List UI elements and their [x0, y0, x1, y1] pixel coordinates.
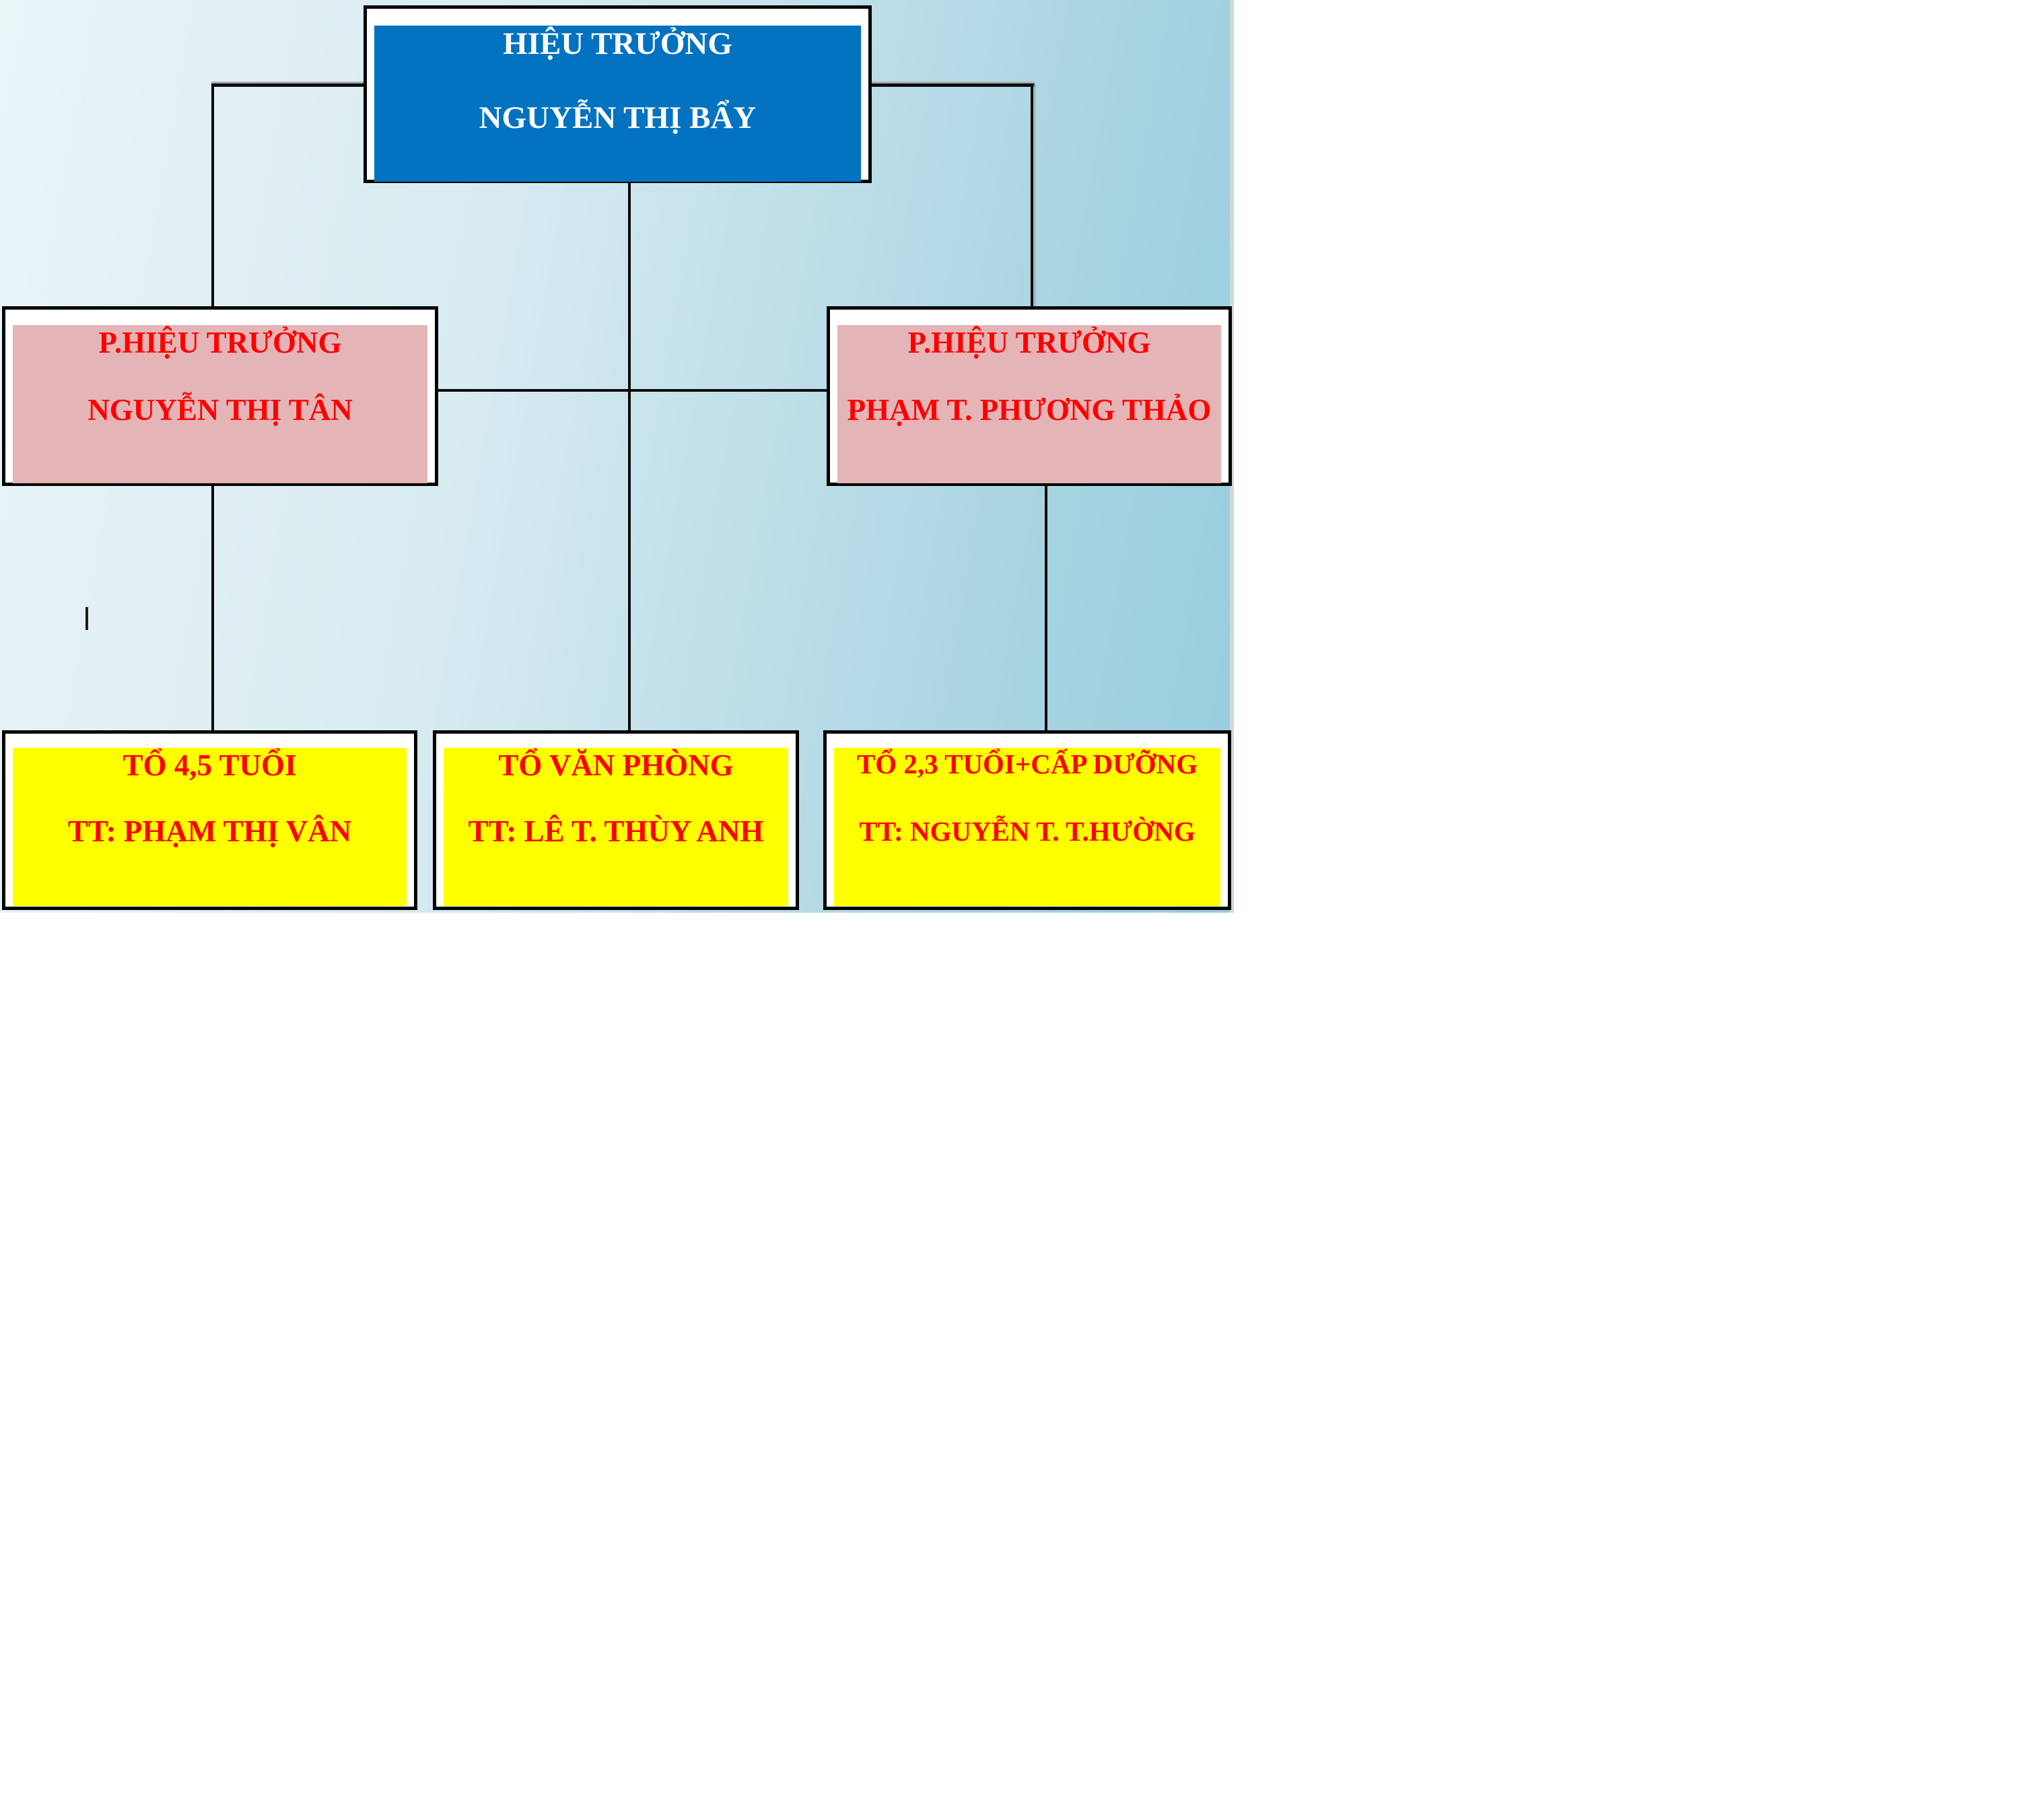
connector-right-vertical-top [1031, 84, 1033, 308]
node-title: TỔ VĂN PHÒNG [498, 748, 734, 782]
text-cursor-artifact [85, 607, 88, 630]
connector-left-vertical-top [211, 84, 214, 308]
node-title: P.HIỆU TRƯỞNG [98, 326, 342, 359]
node-name: TT: NGUYỄN T. T.HƯỜNG [859, 816, 1196, 847]
node-name: NGUYỄN THỊ TÂN [88, 393, 353, 427]
panel-edge-shadow [1230, 0, 1234, 913]
node-team2-fill: TỔ VĂN PHÒNG TT: LÊ T. THÙY ANH [444, 748, 788, 906]
node-title: TỔ 4,5 TUỔI [123, 748, 297, 782]
node-vice-principal-right[interactable]: P.HIỆU TRƯỞNG PHẠM T. PHƯƠNG THẢO [827, 306, 1232, 486]
connector-middle-horizontal [437, 389, 828, 392]
node-vice-principal-left[interactable]: P.HIỆU TRƯỞNG NGUYỄN THỊ TÂN [2, 306, 438, 486]
connector-left-vertical-bottom [211, 483, 214, 732]
connector-right-vertical-bottom [1045, 483, 1047, 732]
node-principal[interactable]: HIỆU TRƯỞNG NGUYỄN THỊ BẨY [364, 5, 872, 183]
node-team3-fill: TỔ 2,3 TUỔI+CẤP DƯỠNG TT: NGUYỄN T. T.HƯ… [834, 748, 1220, 906]
node-team-van-phong[interactable]: TỔ VĂN PHÒNG TT: LÊ T. THÙY ANH [433, 730, 799, 910]
node-vice-right-fill: P.HIỆU TRƯỞNG PHẠM T. PHƯƠNG THẢO [837, 325, 1221, 483]
node-name: PHẠM T. PHƯƠNG THẢO [847, 393, 1212, 427]
node-title: P.HIỆU TRƯỞNG [907, 326, 1151, 359]
node-vice-left-fill: P.HIỆU TRƯỞNG NGUYỄN THỊ TÂN [13, 325, 427, 483]
node-title: HIỆU TRƯỞNG [503, 26, 732, 61]
node-principal-fill: HIỆU TRƯỞNG NGUYỄN THỊ BẨY [374, 26, 861, 182]
node-title: TỔ 2,3 TUỔI+CẤP DƯỠNG [856, 748, 1198, 779]
node-name: TT: PHẠM THỊ VÂN [67, 814, 352, 848]
node-team1-fill: TỔ 4,5 TUỔI TT: PHẠM THỊ VÂN [13, 748, 407, 906]
node-team-45-tuoi[interactable]: TỔ 4,5 TUỔI TT: PHẠM THỊ VÂN [2, 730, 417, 910]
node-name: NGUYỄN THỊ BẨY [479, 100, 757, 135]
node-name: TT: LÊ T. THÙY ANH [468, 814, 764, 848]
node-team-23-tuoi-cap-duong[interactable]: TỔ 2,3 TUỔI+CẤP DƯỠNG TT: NGUYỄN T. T.HƯ… [823, 730, 1231, 910]
connector-center-vertical [628, 182, 631, 732]
